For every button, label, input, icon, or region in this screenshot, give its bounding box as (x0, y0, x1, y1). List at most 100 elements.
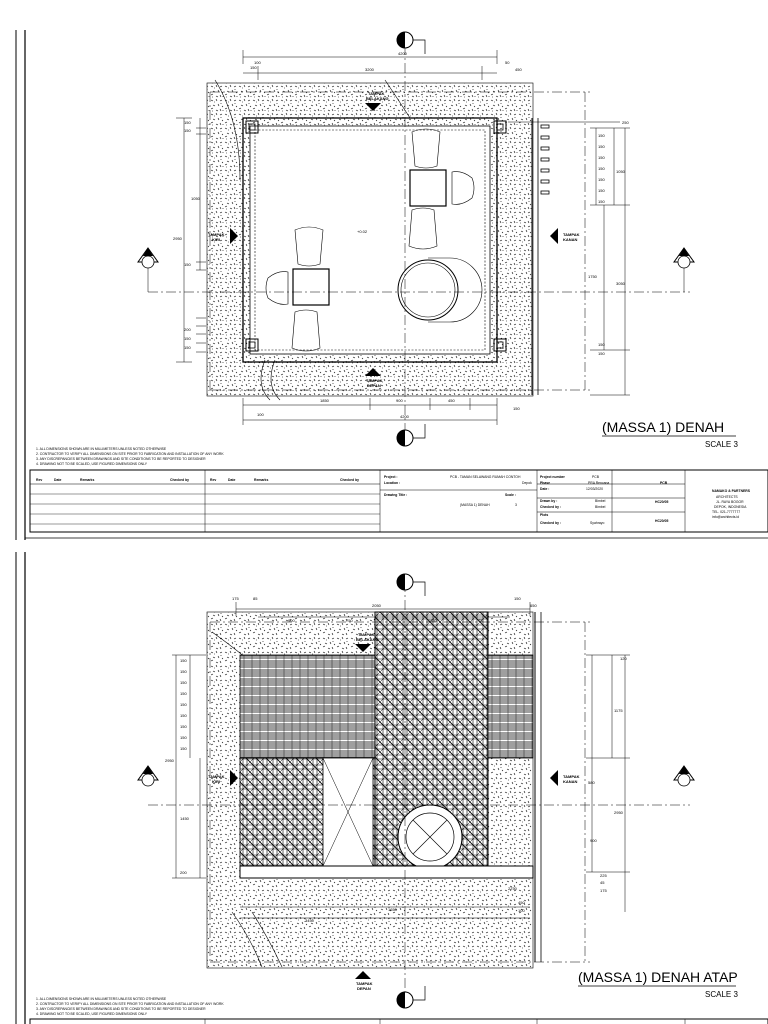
section-marker-left (137, 247, 159, 292)
svg-text:KANAN: KANAN (563, 237, 578, 242)
svg-text:4200: 4200 (400, 414, 410, 419)
svg-text:150: 150 (598, 155, 605, 160)
gravel-surround (206, 82, 534, 397)
sheet-separator (0, 541, 768, 551)
svg-text:+0.02: +0.02 (357, 229, 368, 234)
svg-text:150: 150 (184, 345, 191, 350)
svg-text:Remarks: Remarks (80, 478, 94, 482)
svg-text:Project number: Project number (540, 475, 566, 479)
svg-text:650: 650 (530, 603, 537, 608)
svg-text:2. CONTRACTOR TO VERIFY ALL DI: 2. CONTRACTOR TO VERIFY ALL DIMENSIONS O… (36, 1002, 224, 1006)
grid-lines (148, 45, 690, 430)
svg-text:150: 150 (598, 342, 605, 347)
svg-text:2750: 2750 (508, 886, 518, 891)
section-marker-top (396, 573, 426, 596)
svg-text:3450: 3450 (305, 918, 315, 923)
view-title: (MASSA 1) DENAH ATAP (578, 969, 738, 985)
svg-text:PCB: PCB (592, 475, 600, 479)
dimension-texts: 4200 3200 100 150 50 450 4200 100 1850 9… (173, 51, 629, 419)
view-tag-top: TAMPAK BELAKANG (355, 632, 379, 652)
svg-text:2950: 2950 (614, 810, 624, 815)
floor-plan-sheet: TAMPAK BELAKANG TAMPAK DEPAN TAMPAK KIRI… (15, 30, 768, 540)
svg-text:3200: 3200 (365, 67, 375, 72)
svg-text:Drawn by :: Drawn by : (540, 499, 557, 503)
svg-text:HC20/05: HC20/05 (655, 519, 668, 523)
svg-text:PRA Rencana: PRA Rencana (588, 481, 609, 485)
svg-text:120: 120 (620, 656, 627, 661)
svg-text:200: 200 (180, 870, 187, 875)
svg-text:Checked by: Checked by (340, 478, 359, 482)
view-tag-left: TAMPAK KIRI (208, 228, 238, 244)
svg-text:TEL. 021-7777777: TEL. 021-7777777 (712, 510, 740, 514)
svg-text:150: 150 (513, 406, 520, 411)
title-block: Rev Date Remarks Checked by Rev Date Rem… (29, 469, 768, 533)
svg-text:info@architects.id: info@architects.id (712, 515, 739, 519)
svg-text:DEPOK, INDONESIA: DEPOK, INDONESIA (714, 505, 747, 509)
svg-text:Depok: Depok (522, 481, 532, 485)
svg-text:Location :: Location : (384, 481, 400, 485)
svg-text:12/03/2020: 12/03/2020 (586, 487, 603, 491)
svg-text:2050: 2050 (372, 603, 382, 608)
svg-text:Scale :: Scale : (505, 493, 516, 497)
svg-text:PCB - TAMAN SELAWANG RUMAH CON: PCB - TAMAN SELAWANG RUMAH CONTOH (450, 475, 521, 479)
svg-text:Date: Date (54, 478, 61, 482)
dimension-lines (176, 50, 630, 425)
svg-text:1450: 1450 (180, 816, 190, 821)
svg-text:DEPAN: DEPAN (367, 383, 381, 388)
svg-text:150: 150 (180, 702, 187, 707)
svg-text:150: 150 (180, 746, 187, 751)
svg-text:Plots: Plots (540, 513, 548, 517)
svg-text:3: 3 (515, 503, 517, 507)
view-tag-bottom: TAMPAK DEPAN (365, 368, 383, 388)
svg-text:3. ANY DISCREPANCIES BETWEEN D: 3. ANY DISCREPANCIES BETWEEN DRAWINGS AN… (36, 1007, 206, 1011)
general-notes: 1. ALL DIMENSIONS SHOWN ARE IN MILLIMETE… (36, 997, 224, 1016)
svg-text:KIRI: KIRI (212, 237, 220, 242)
svg-text:450: 450 (518, 900, 525, 905)
svg-text:150: 150 (598, 144, 605, 149)
svg-text:50: 50 (505, 60, 510, 65)
svg-text:2. CONTRACTOR TO VERIFY ALL DI: 2. CONTRACTOR TO VERIFY ALL DIMENSIONS O… (36, 452, 224, 456)
svg-text:150: 150 (180, 713, 187, 718)
roof-plan-drawing: TAMPAK BELAKANG TAMPAK DEPAN TAMPAK KIRI… (15, 552, 768, 1024)
dimension-lines (172, 602, 630, 919)
view-tag-top: TAMPAK BELAKANG (365, 91, 389, 111)
svg-text:TAMPAK: TAMPAK (208, 232, 225, 237)
dimension-texts: 2050 175 85 900 750 1650 75 150 650 2950… (165, 596, 627, 923)
svg-text:900: 900 (590, 838, 597, 843)
svg-text:TAMPAK: TAMPAK (356, 981, 373, 986)
svg-text:3050: 3050 (616, 281, 626, 286)
svg-text:100: 100 (254, 60, 261, 65)
garden-curves (214, 79, 411, 401)
svg-text:45: 45 (600, 880, 605, 885)
svg-text:Rev: Rev (36, 478, 42, 482)
svg-text:2950: 2950 (165, 758, 175, 763)
svg-text:580: 580 (588, 780, 595, 785)
svg-text:150: 150 (180, 680, 187, 685)
svg-text:Bimbel: Bimbel (595, 499, 606, 503)
svg-text:85: 85 (253, 596, 258, 601)
svg-text:1650: 1650 (388, 907, 398, 912)
svg-text:100: 100 (257, 412, 264, 417)
view-tag-bottom: TAMPAK DEPAN (355, 971, 373, 991)
svg-text:4200: 4200 (398, 51, 408, 56)
svg-text:KANAN: KANAN (563, 779, 578, 784)
svg-text:1. ALL DIMENSIONS SHOWN ARE IN: 1. ALL DIMENSIONS SHOWN ARE IN MILLIMETE… (36, 447, 167, 451)
svg-text:TAMPAK: TAMPAK (563, 774, 580, 779)
svg-text:BELAKANG: BELAKANG (366, 96, 389, 101)
svg-text:150: 150 (184, 120, 191, 125)
general-notes: 1. ALL DIMENSIONS SHOWN ARE IN MILLIMETE… (36, 447, 224, 466)
svg-text:150: 150 (250, 65, 257, 70)
svg-text:Date: Date (228, 478, 235, 482)
svg-text:1. ALL DIMENSIONS SHOWN ARE IN: 1. ALL DIMENSIONS SHOWN ARE IN MILLIMETE… (36, 997, 167, 1001)
svg-text:TAMPAK: TAMPAK (358, 632, 375, 637)
svg-text:100: 100 (518, 908, 525, 913)
svg-text:1050: 1050 (191, 196, 201, 201)
grid-lines (148, 582, 690, 1002)
svg-text:150: 150 (598, 166, 605, 171)
svg-text:(MASSA 1) DENAH: (MASSA 1) DENAH (460, 503, 490, 507)
view-scale: SCALE 3 (705, 990, 738, 999)
svg-text:3. ANY DISCREPANCIES BETWEEN D: 3. ANY DISCREPANCIES BETWEEN DRAWINGS AN… (36, 457, 206, 461)
svg-text:1050: 1050 (616, 169, 626, 174)
svg-text:Project :: Project : (384, 475, 398, 479)
svg-text:150: 150 (180, 735, 187, 740)
